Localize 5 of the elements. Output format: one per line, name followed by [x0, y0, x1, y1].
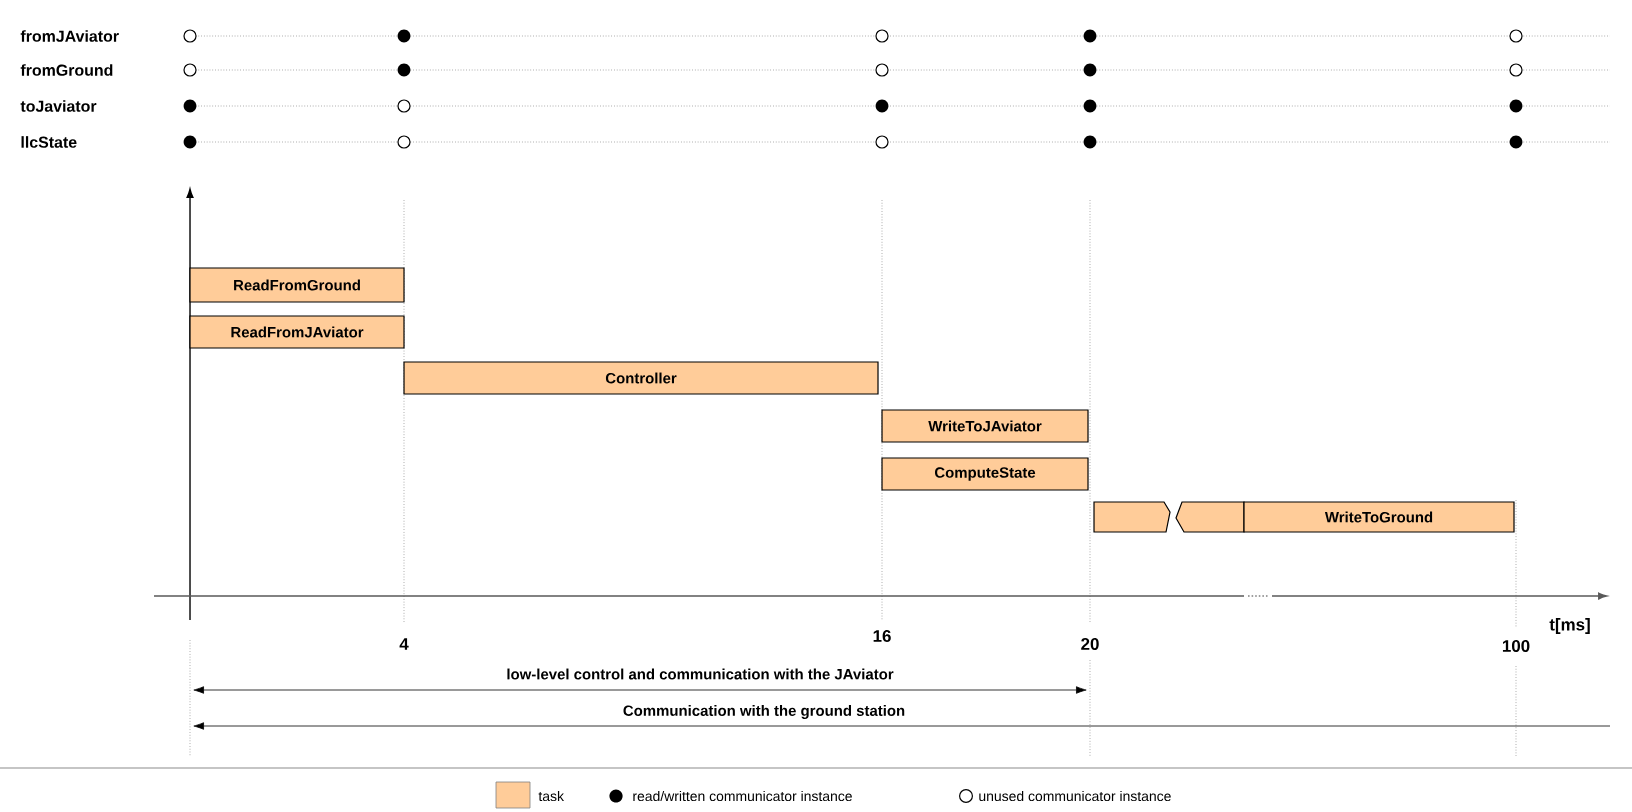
axis-label: t[ms] [1549, 618, 1590, 634]
tick-label: 16 [873, 630, 891, 642]
tick-label: 4 [399, 638, 409, 650]
tick-label: 20 [1081, 638, 1099, 650]
tick-label: 100 [1502, 640, 1530, 652]
